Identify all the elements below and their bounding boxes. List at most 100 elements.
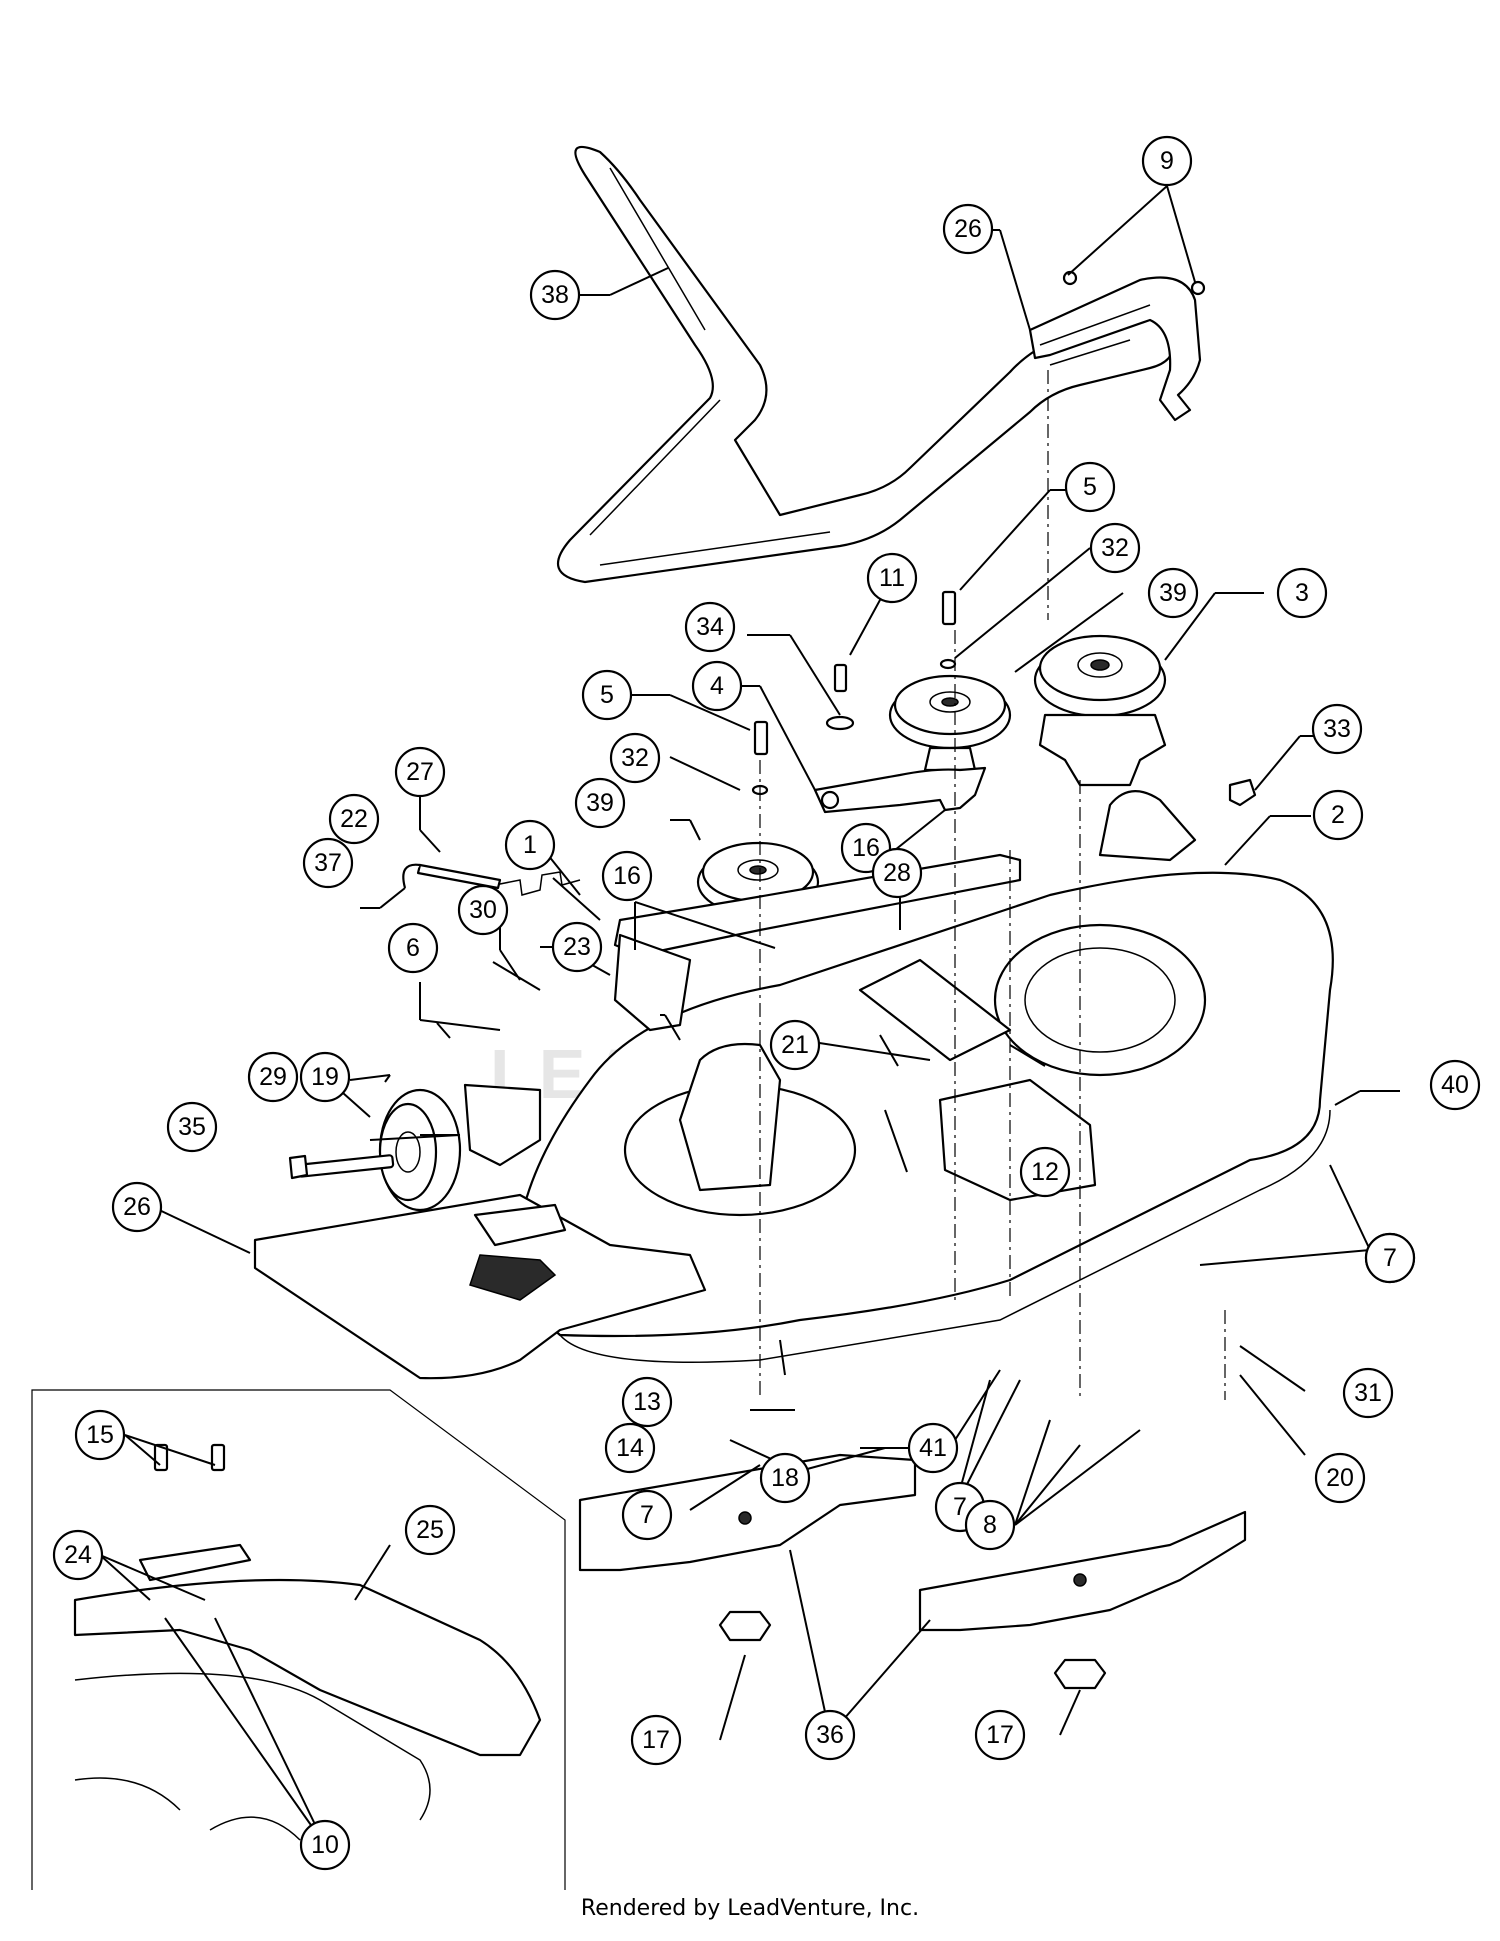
callout-circle bbox=[621, 1489, 673, 1541]
spindle-assembly bbox=[1033, 634, 1167, 787]
callout-circle bbox=[247, 1051, 299, 1103]
callout-37: 37 bbox=[302, 837, 354, 889]
callout-27: 27 bbox=[394, 746, 446, 798]
callout-label: 36 bbox=[816, 1721, 844, 1749]
callout-label: 30 bbox=[469, 896, 497, 924]
callout-circle bbox=[1141, 135, 1193, 187]
callout-19: 19 bbox=[299, 1051, 351, 1103]
callout-circle bbox=[974, 1709, 1026, 1761]
callout-label: 17 bbox=[642, 1726, 670, 1754]
callout-4: 4 bbox=[691, 660, 743, 712]
callout-label: 16 bbox=[613, 862, 641, 890]
callout-5: 5 bbox=[1064, 461, 1116, 513]
callout-7: 7 bbox=[1364, 1232, 1416, 1284]
callout-label: 25 bbox=[416, 1516, 444, 1544]
callout-26: 26 bbox=[111, 1181, 163, 1233]
callout-circle bbox=[529, 269, 581, 321]
callout-17: 17 bbox=[630, 1714, 682, 1766]
callout-9: 9 bbox=[1141, 135, 1193, 187]
callout-3: 3 bbox=[1276, 567, 1328, 619]
inset-panel bbox=[31, 1389, 566, 1890]
callout-circle bbox=[601, 850, 653, 902]
callout-label: 41 bbox=[919, 1434, 947, 1462]
idler-pulley-right bbox=[888, 674, 1012, 772]
callout-circle bbox=[1089, 522, 1141, 574]
callout-circle bbox=[574, 777, 626, 829]
callout-circle bbox=[1429, 1059, 1481, 1111]
callout-40: 40 bbox=[1429, 1059, 1481, 1111]
callout-circle bbox=[52, 1529, 104, 1581]
callout-label: 4 bbox=[710, 672, 724, 700]
blade-left bbox=[578, 1453, 917, 1572]
callout-label: 24 bbox=[64, 1541, 92, 1569]
callout-circle bbox=[759, 1452, 811, 1504]
callout-circle bbox=[394, 746, 446, 798]
callout-6: 6 bbox=[387, 922, 439, 974]
callout-label: 7 bbox=[953, 1493, 967, 1521]
callout-10: 10 bbox=[299, 1819, 351, 1871]
callout-circle bbox=[871, 847, 923, 899]
callout-29: 29 bbox=[247, 1051, 299, 1103]
callout-label: 3 bbox=[1295, 579, 1309, 607]
callout-24: 24 bbox=[52, 1529, 104, 1581]
callout-label: 23 bbox=[563, 933, 591, 961]
callout-circle bbox=[551, 921, 603, 973]
callout-5: 5 bbox=[581, 669, 633, 721]
callout-label: 20 bbox=[1326, 1464, 1354, 1492]
callout-label: 17 bbox=[986, 1721, 1014, 1749]
callout-33: 33 bbox=[1311, 703, 1363, 755]
callout-circle bbox=[299, 1051, 351, 1103]
callout-2: 2 bbox=[1312, 789, 1364, 841]
callout-circle bbox=[1147, 567, 1199, 619]
callout-circle bbox=[907, 1422, 959, 1474]
callout-32: 32 bbox=[609, 732, 661, 784]
deck-housing bbox=[515, 790, 1334, 1363]
callout-circle bbox=[387, 922, 439, 974]
callout-circle bbox=[166, 1101, 218, 1153]
callout-label: 32 bbox=[621, 744, 649, 772]
callout-circle bbox=[1311, 703, 1363, 755]
callout-label: 10 bbox=[311, 1831, 339, 1859]
callout-label: 12 bbox=[1031, 1158, 1059, 1186]
callout-39: 39 bbox=[1147, 567, 1199, 619]
callout-31: 31 bbox=[1342, 1367, 1394, 1419]
callout-circle bbox=[581, 669, 633, 721]
callout-label: 26 bbox=[123, 1193, 151, 1221]
callout-label: 39 bbox=[1159, 579, 1187, 607]
callout-circle bbox=[609, 732, 661, 784]
callout-circle bbox=[457, 884, 509, 936]
callout-label: 5 bbox=[1083, 473, 1097, 501]
callout-circle bbox=[1064, 461, 1116, 513]
callout-circle bbox=[1342, 1367, 1394, 1419]
callout-17: 17 bbox=[974, 1709, 1026, 1761]
callout-circle bbox=[630, 1714, 682, 1766]
callout-label: 19 bbox=[311, 1063, 339, 1091]
callout-22: 22 bbox=[328, 793, 380, 845]
callout-circle bbox=[942, 203, 994, 255]
callout-13: 13 bbox=[621, 1376, 673, 1428]
callout-18: 18 bbox=[759, 1452, 811, 1504]
callout-12: 12 bbox=[1019, 1146, 1071, 1198]
callout-25: 25 bbox=[404, 1504, 456, 1556]
callout-label: 39 bbox=[586, 789, 614, 817]
callout-label: 22 bbox=[340, 805, 368, 833]
callout-label: 38 bbox=[541, 281, 569, 309]
callout-label: 33 bbox=[1323, 715, 1351, 743]
callout-circle bbox=[1314, 1452, 1366, 1504]
callout-15: 15 bbox=[74, 1409, 126, 1461]
callout-label: 28 bbox=[883, 859, 911, 887]
callout-label: 32 bbox=[1101, 534, 1129, 562]
callout-circle bbox=[328, 793, 380, 845]
centerlines bbox=[759, 370, 1226, 1400]
callout-circle bbox=[111, 1181, 163, 1233]
callout-circle bbox=[74, 1409, 126, 1461]
callout-circle bbox=[604, 1422, 656, 1474]
callout-circle bbox=[804, 1709, 856, 1761]
callout-28: 28 bbox=[871, 847, 923, 899]
callout-label: 1 bbox=[523, 831, 537, 859]
callout-8: 8 bbox=[964, 1499, 1016, 1551]
callout-label: 18 bbox=[771, 1464, 799, 1492]
callout-23: 23 bbox=[551, 921, 603, 973]
callout-34: 34 bbox=[684, 601, 736, 653]
callout-label: 40 bbox=[1441, 1071, 1469, 1099]
